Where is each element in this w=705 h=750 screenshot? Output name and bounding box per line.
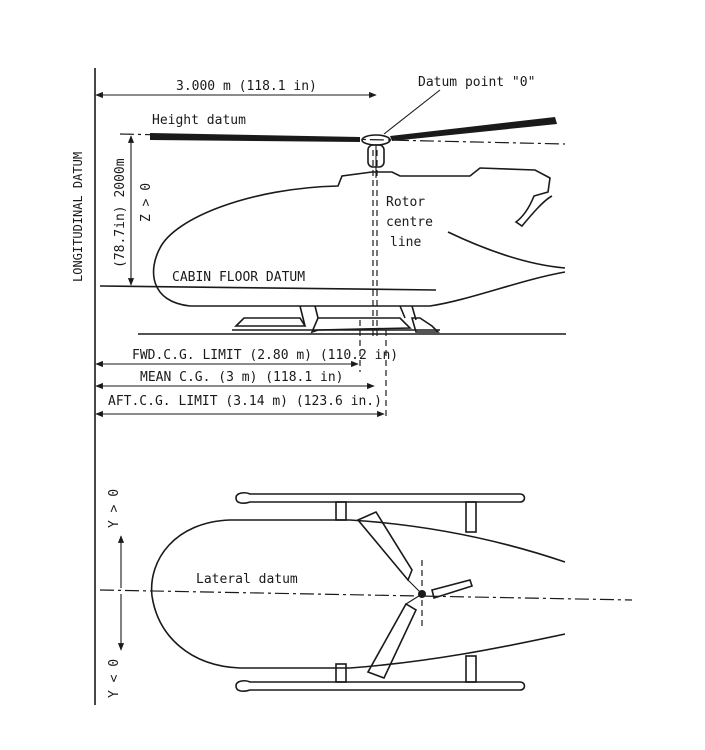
height-datum-label: Height datum xyxy=(152,113,246,128)
aft-cg-label: AFT.C.G. LIMIT (3.14 m) (123.6 in.) xyxy=(108,394,382,409)
datum-point-label: Datum point "0" xyxy=(418,75,535,90)
rotor-blade-top-2 xyxy=(366,602,418,680)
longitudinal-datum-label: LONGITUDINAL DATUM xyxy=(71,152,85,282)
y-positive-label: Y > 0 xyxy=(107,489,122,528)
tail-boom xyxy=(447,231,566,269)
datum-point-leader xyxy=(383,89,441,135)
y-negative-label: Y < 0 xyxy=(107,659,122,698)
top-dimension-label: 3.000 m (118.1 in) xyxy=(176,79,317,94)
rotor-centre-label-2: centre xyxy=(386,215,433,230)
lateral-datum-line xyxy=(99,589,633,601)
skid-bottom xyxy=(235,680,526,692)
rotor-centre-label-1: Rotor xyxy=(386,195,425,210)
cabin-floor-datum-label: CABIN FLOOR DATUM xyxy=(172,270,305,285)
rotor-blade-top-3 xyxy=(431,579,474,600)
z-dimension-label: (78.7in) 2000m xyxy=(113,158,128,268)
skid-top xyxy=(235,492,526,504)
lateral-datum-label: Lateral datum xyxy=(196,572,298,587)
mean-cg-label: MEAN C.G. (3 m) (118.1 in) xyxy=(140,370,344,385)
rotor-centre-label-3: line xyxy=(390,235,421,250)
fuselage-side-outline xyxy=(152,167,566,307)
fwd-cg-label: FWD.C.G. LIMIT (2.80 m) (110.2 in) xyxy=(132,348,398,363)
rotor-blade-left xyxy=(150,133,360,142)
cabin-floor-datum-line xyxy=(99,285,437,291)
rotor-blade-top-1 xyxy=(356,510,413,582)
fuselage-top-outline xyxy=(150,519,566,669)
rotor-blade-right xyxy=(390,117,557,141)
height-datum-line xyxy=(119,133,566,145)
z-sign-label: Z > 0 xyxy=(139,183,154,222)
